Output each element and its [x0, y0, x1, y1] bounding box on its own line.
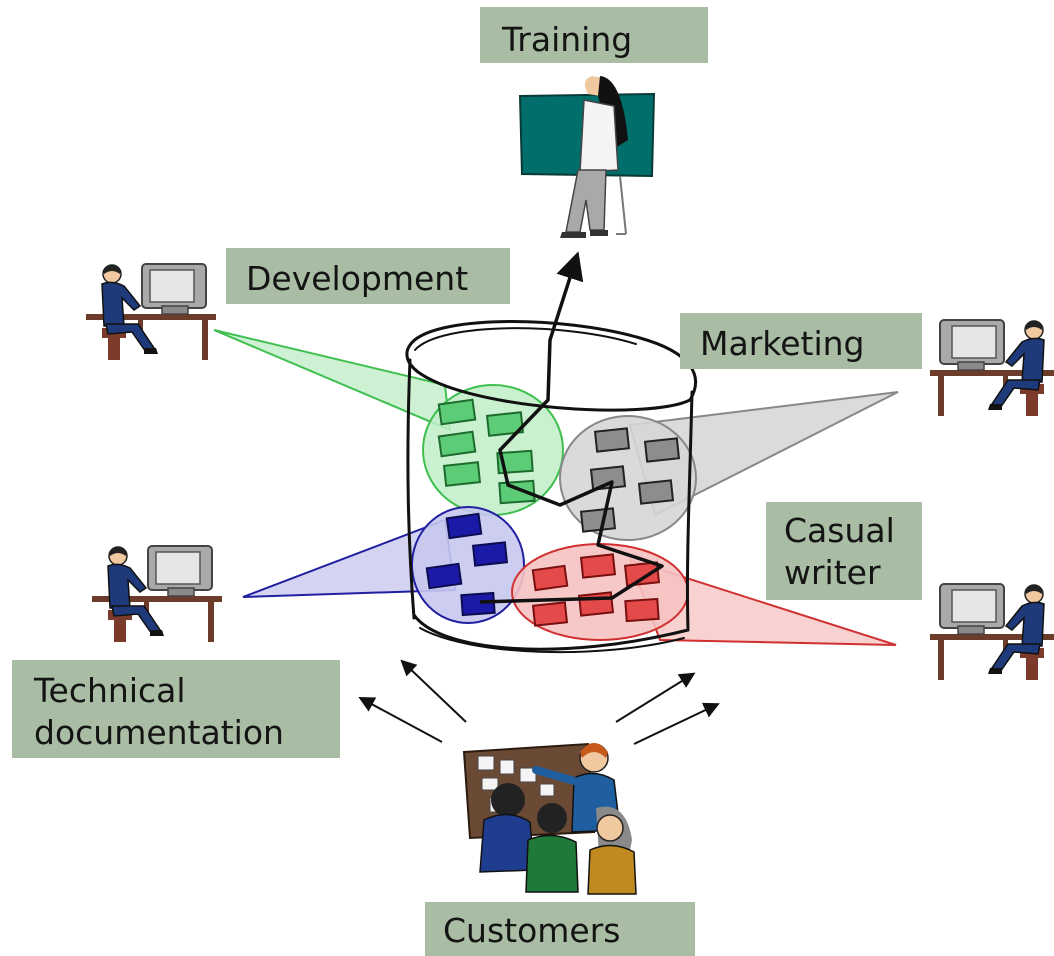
training-path-arrow — [479, 251, 664, 604]
development-workstation-icon — [85, 263, 217, 361]
development-label: Development — [226, 248, 510, 304]
development-documents — [437, 398, 536, 505]
technical-documents — [425, 512, 509, 617]
marketing-workstation-icon — [929, 319, 1054, 417]
customers-label: Customers — [425, 902, 695, 956]
marketing-label: Marketing — [680, 313, 922, 369]
marketing-documents — [579, 427, 681, 533]
casual-workstation-icon — [929, 583, 1054, 681]
training-label: Training — [480, 7, 708, 63]
development-beam — [213, 329, 452, 432]
customer-arrows — [358, 659, 720, 745]
technical-documentation-label: Technical documentation — [12, 660, 340, 758]
technical-workstation-icon — [91, 545, 223, 643]
teacher-at-board-icon — [518, 76, 656, 238]
customers-group-icon — [462, 742, 637, 895]
casual-writer-label: Casual writer — [766, 502, 922, 600]
repository-cylinder-icon — [405, 320, 697, 654]
